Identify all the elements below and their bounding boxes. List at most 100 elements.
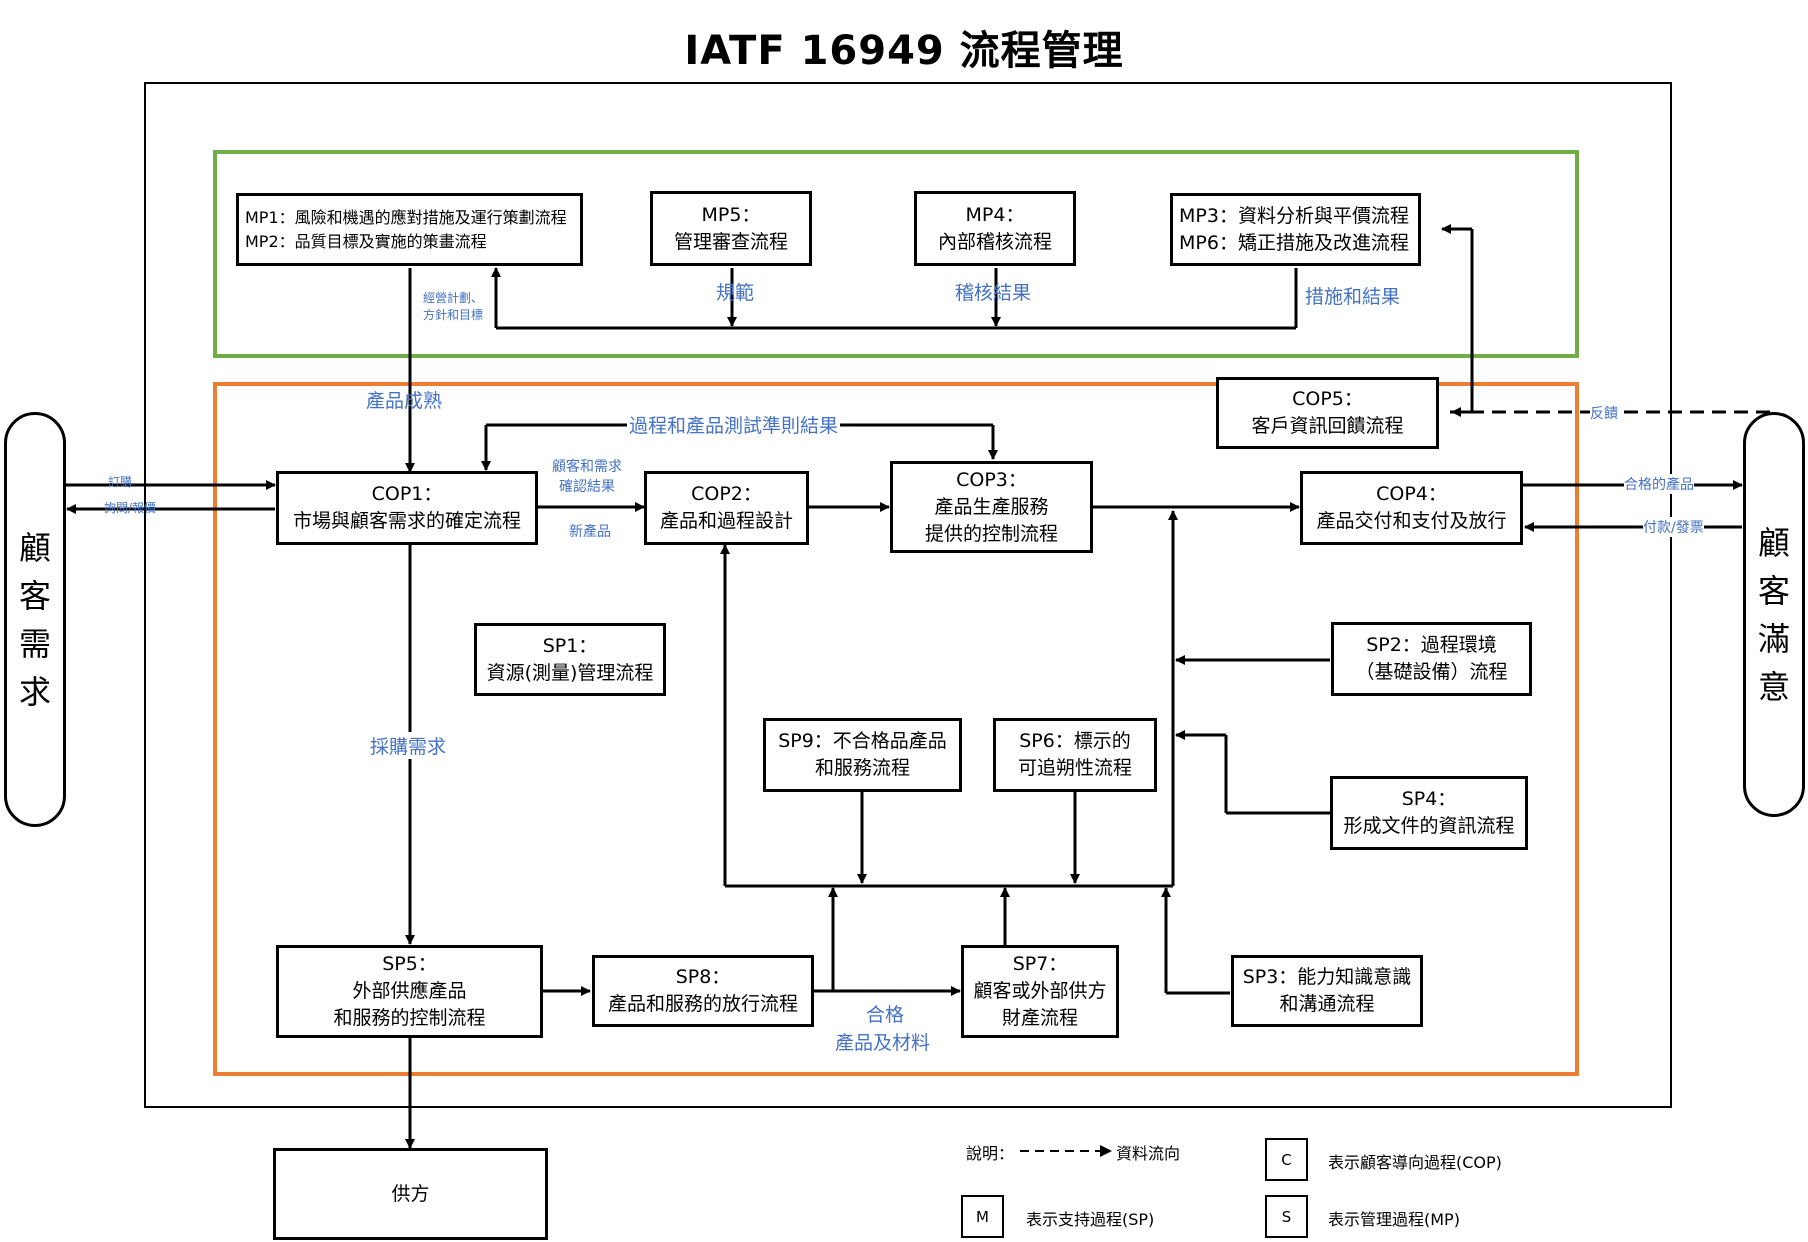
payment-invoice-label: 付款/發票: [1643, 517, 1704, 537]
pill-char: 顧: [18, 528, 51, 567]
legend-s-box: S: [1265, 1195, 1308, 1238]
box-line: 顧客或外部供方: [973, 980, 1107, 1002]
box-line: 形成文件的資訊流程: [1343, 815, 1515, 837]
box-line: 提供的控制流程: [924, 522, 1058, 545]
box-line: 市場與顧客需求的確定流程: [292, 510, 521, 532]
customer-satisfaction-pill: 顧 客 滿 意: [1743, 412, 1805, 817]
label-line: 方針和目標: [423, 308, 484, 322]
core-frame: [213, 382, 1579, 1076]
box-line: COP3：: [956, 468, 1027, 491]
box-line: 和服務的控制流程: [333, 1007, 486, 1029]
sp7-box[interactable]: SP7： 顧客或外部供方 財產流程: [961, 945, 1119, 1038]
box-line: COP2：: [691, 483, 762, 505]
box-line: MP2：品質目標及實施的策畫流程: [245, 231, 487, 251]
measures-results-label: 措施和結果: [1305, 286, 1401, 308]
supplier-box[interactable]: 供方: [273, 1148, 548, 1240]
spec-label: 規範: [716, 282, 755, 304]
pill-char: 滿: [1757, 619, 1790, 658]
label-line: 經營計劃、: [423, 291, 484, 305]
business-plan-label: 經營計劃、 方針和目標: [423, 290, 483, 324]
legend-m-text: 表示支持過程(SP): [1026, 1210, 1155, 1229]
mp3-mp6-box[interactable]: MP3：資料分析與平價流程 MP6：矯正措施及改進流程: [1170, 193, 1421, 266]
box-line: COP1：: [371, 483, 443, 505]
box-line: 產品和服務的放行流程: [607, 993, 798, 1015]
cop5-box[interactable]: COP5： 客戶資訊回饋流程: [1216, 377, 1439, 449]
pill-char: 求: [18, 672, 51, 711]
box-line: MP5：: [701, 203, 761, 226]
box-line: 可追朔性流程: [1017, 757, 1132, 779]
box-line: COP4：: [1376, 483, 1447, 505]
cop1-box[interactable]: COP1： 市場與顧客需求的確定流程: [276, 471, 538, 545]
audit-result-label: 稽核結果: [955, 282, 1032, 304]
box-line: MP6：矯正措施及改進流程: [1179, 231, 1409, 254]
box-line: SP6：標示的: [1019, 730, 1131, 752]
box-line: 產品生產服務: [934, 495, 1049, 518]
order-label: 訂購: [108, 475, 133, 489]
product-maturity-label: 產品成熟: [366, 390, 443, 412]
sp3-box[interactable]: SP3：能力知識意識 和溝通流程: [1231, 955, 1423, 1027]
qualified-label: 合格: [866, 1004, 905, 1026]
box-line: MP4：: [965, 203, 1025, 226]
box-line: SP4：: [1401, 788, 1457, 810]
box-line: 財產流程: [1001, 1007, 1078, 1029]
box-line: SP8：: [675, 966, 731, 988]
feedback-label: 反饋: [1590, 403, 1618, 423]
sp9-box[interactable]: SP9：不合格品產品 和服務流程: [763, 718, 962, 792]
box-line: SP3：能力知識意識: [1242, 966, 1412, 988]
box-line: MP1：風險和機遇的應對措施及運行策劃流程: [245, 207, 567, 227]
mp5-box[interactable]: MP5： 管理審查流程: [650, 191, 812, 266]
box-line: 管理審查流程: [673, 230, 788, 253]
test-criteria-label: 過程和產品測試準則結果: [627, 411, 841, 438]
legend-m-box: M: [961, 1195, 1004, 1238]
box-line: SP2：過程環境: [1366, 634, 1497, 656]
mp4-box[interactable]: MP4： 內部稽核流程: [914, 191, 1076, 266]
legend-s-text: 表示管理過程(MP): [1328, 1210, 1460, 1229]
sp8-box[interactable]: SP8： 產品和服務的放行流程: [592, 955, 814, 1027]
box-line: SP5：: [382, 953, 437, 975]
legend-caption: 說明：: [966, 1144, 1015, 1163]
new-product-label: 新產品: [569, 524, 611, 540]
legend-flow-text: 資料流向: [1116, 1144, 1181, 1163]
sp4-box[interactable]: SP4： 形成文件的資訊流程: [1330, 776, 1528, 850]
box-line: 產品和過程設計: [659, 510, 793, 532]
sp5-box[interactable]: SP5： 外部供應產品 和服務的控制流程: [276, 945, 543, 1038]
box-line: SP1：: [542, 634, 598, 657]
box-line: 和服務流程: [814, 757, 910, 779]
pill-char: 顧: [1757, 523, 1790, 562]
pill-char: 客: [18, 576, 51, 615]
diagram-title: IATF 16949 流程管理: [684, 28, 1124, 74]
mp1-mp2-box[interactable]: MP1：風險和機遇的應對措施及運行策劃流程 MP2：品質目標及實施的策畫流程: [236, 193, 583, 266]
box-line: 供方: [391, 1182, 430, 1205]
sp6-box[interactable]: SP6：標示的 可追朔性流程: [993, 718, 1157, 792]
box-line: （基礎設備）流程: [1355, 661, 1508, 683]
box-line: SP7：: [1012, 953, 1068, 975]
qualified-product-label: 合格的產品: [1624, 474, 1694, 494]
cop3-box[interactable]: COP3： 產品生產服務 提供的控制流程: [890, 461, 1093, 553]
pill-char: 意: [1757, 667, 1790, 706]
label-line: 確認結果: [559, 479, 615, 495]
legend-c-text: 表示顧客導向過程(COP): [1328, 1153, 1502, 1172]
box-line: SP9：不合格品產品: [778, 730, 947, 752]
legend-c-box: C: [1265, 1138, 1308, 1181]
outer-frame: [144, 82, 1672, 1108]
box-line: 產品交付和支付及放行: [1316, 510, 1507, 532]
pill-char: 客: [1757, 571, 1790, 610]
cop2-box[interactable]: COP2： 產品和過程設計: [644, 471, 809, 545]
management-frame: [213, 150, 1579, 358]
sp1-box[interactable]: SP1： 資源(測量)管理流程: [474, 623, 666, 696]
label-line: 顧客和需求: [552, 459, 622, 475]
customer-requirements-label: 顧客和需求 確認結果: [552, 457, 622, 497]
customer-demand-pill: 顧 客 需 求: [4, 412, 66, 827]
product-material-label: 產品及材料: [835, 1032, 931, 1054]
purchase-demand-label: 採購需求: [370, 732, 447, 759]
box-line: 客戶資訊回饋流程: [1251, 415, 1404, 437]
pill-char: 需: [18, 624, 51, 663]
box-line: 和溝通流程: [1279, 993, 1375, 1015]
inquiry-quote-label: 詢問/報價: [104, 501, 157, 515]
sp2-box[interactable]: SP2：過程環境 （基礎設備）流程: [1331, 622, 1532, 696]
cop4-box[interactable]: COP4： 產品交付和支付及放行: [1300, 471, 1523, 545]
box-line: 資源(測量)管理流程: [486, 661, 654, 684]
box-line: COP5：: [1292, 388, 1363, 410]
box-line: 外部供應產品: [352, 980, 467, 1002]
